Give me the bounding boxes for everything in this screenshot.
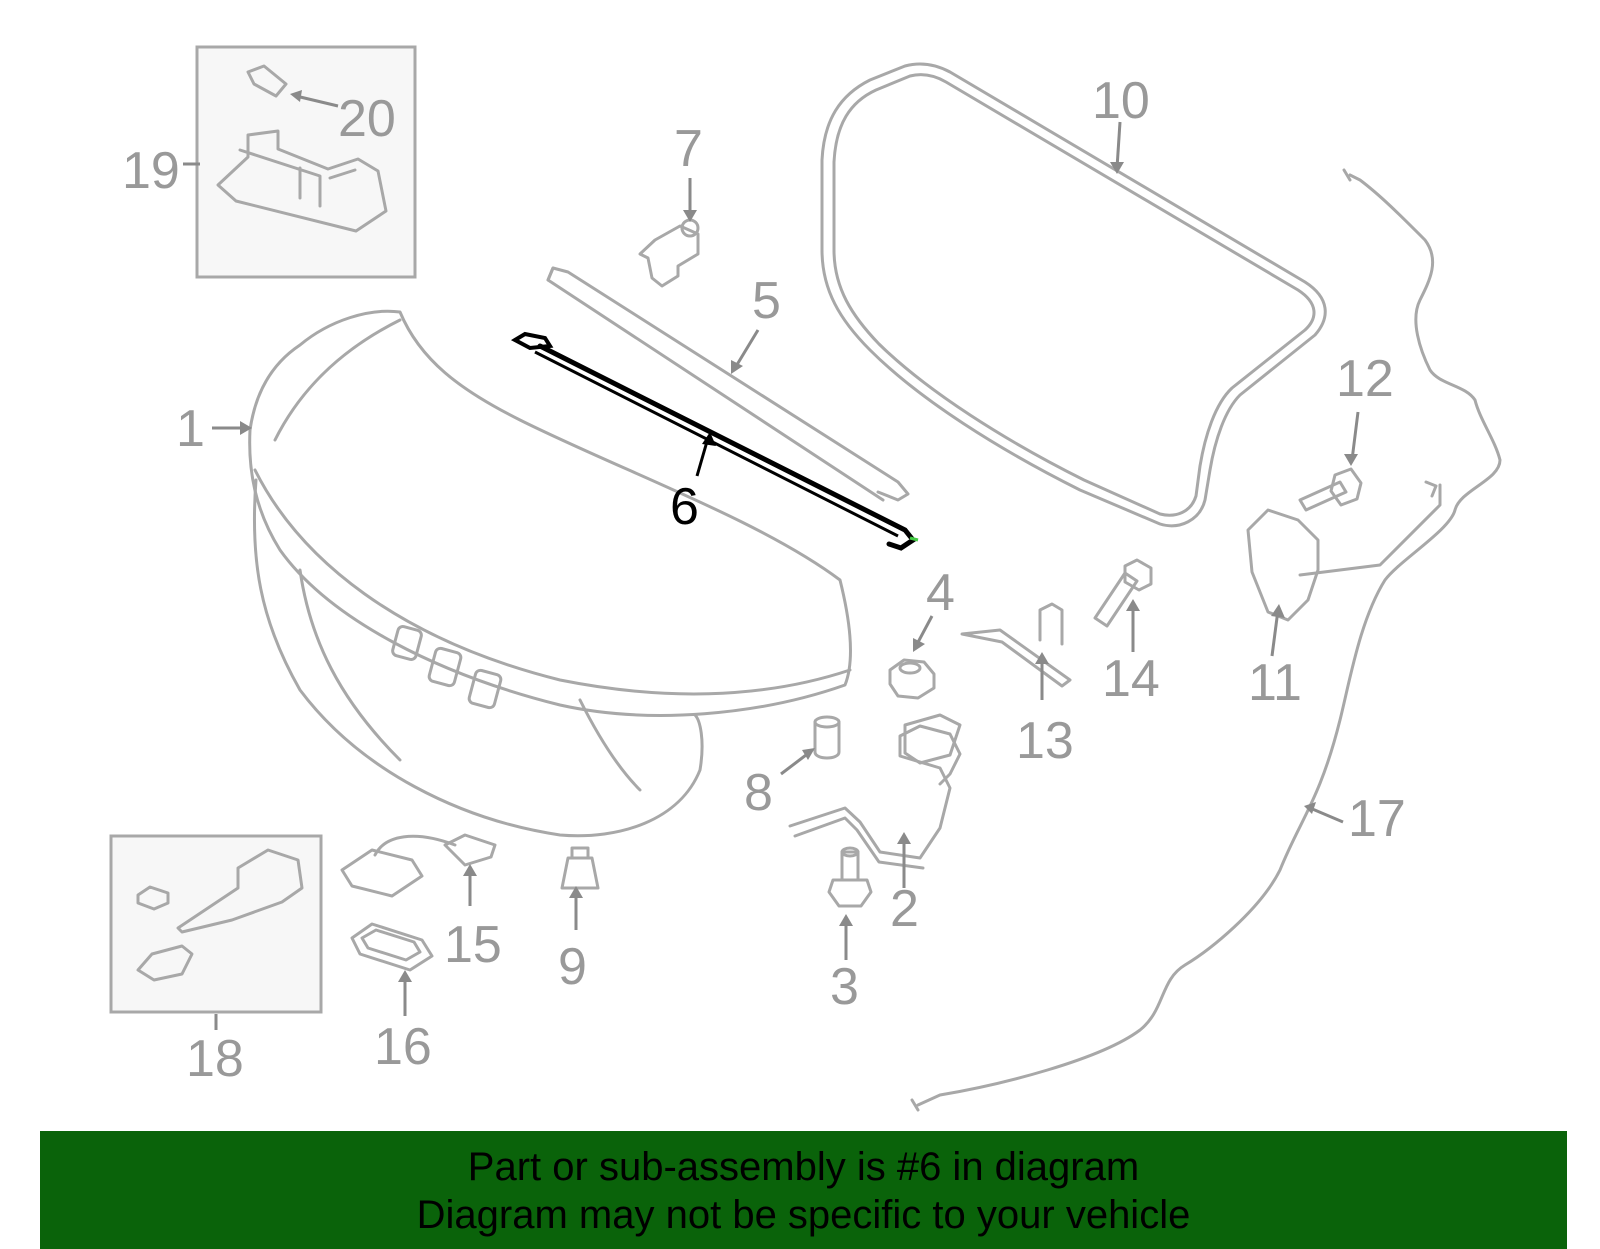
part-6-rod-highlighted — [510, 331, 919, 551]
callout-20: 20 — [338, 90, 396, 148]
callout-2: 2 — [890, 880, 919, 938]
callout-9: 9 — [558, 938, 587, 996]
callout-17: 17 — [1348, 790, 1406, 848]
leader-lines — [183, 94, 1360, 1030]
part-17-cable — [910, 168, 1502, 1112]
part-1-trunk-lid — [248, 309, 852, 838]
callout-4: 4 — [926, 564, 955, 622]
part-10-weatherstrip — [820, 62, 1327, 528]
part-15-lamp — [340, 833, 497, 898]
leader-arrowhead-6 — [702, 432, 716, 446]
part-11-bracket — [1246, 480, 1442, 622]
callout-1: 1 — [176, 400, 205, 458]
notice-banner: Part or sub-assembly is #6 in diagram Di… — [40, 1131, 1567, 1249]
part-14-bolt — [1093, 558, 1153, 628]
part-12-bolt — [1298, 467, 1363, 512]
inset-19-lamp — [195, 45, 417, 279]
banner-line-2: Diagram may not be specific to your vehi… — [416, 1193, 1191, 1237]
callout-11: 11 — [1248, 654, 1302, 712]
callout-16: 16 — [374, 1018, 432, 1076]
part-5-torsion-rod — [546, 266, 910, 502]
callout-5: 5 — [752, 272, 781, 330]
callout-10: 10 — [1092, 72, 1150, 130]
part-13-clip — [960, 602, 1072, 688]
part-9-stopper — [560, 846, 600, 890]
part-7-clip — [638, 218, 700, 288]
callout-6: 6 — [670, 478, 699, 536]
part-8-bumper — [813, 715, 841, 760]
callout-14: 14 — [1102, 650, 1160, 708]
callout-labels: 1 2 3 4 5 6 7 8 9 10 11 12 13 14 15 16 1… — [122, 72, 1406, 1088]
banner-line-1: Part or sub-assembly is #6 in diagram — [467, 1145, 1140, 1189]
leader-arrowheads — [240, 90, 1358, 982]
callout-18: 18 — [186, 1030, 244, 1088]
part-16-lens — [350, 922, 434, 972]
part-3-stud — [827, 846, 873, 908]
callout-12: 12 — [1336, 350, 1394, 408]
callout-19: 19 — [122, 142, 180, 200]
callout-3: 3 — [830, 958, 859, 1016]
callout-15: 15 — [444, 916, 502, 974]
inset-18-switch — [109, 834, 323, 1014]
callout-13: 13 — [1016, 712, 1074, 770]
part-2-latch — [788, 713, 962, 870]
part-4-nut — [888, 658, 936, 700]
callout-8: 8 — [744, 764, 773, 822]
callout-7: 7 — [674, 120, 703, 178]
